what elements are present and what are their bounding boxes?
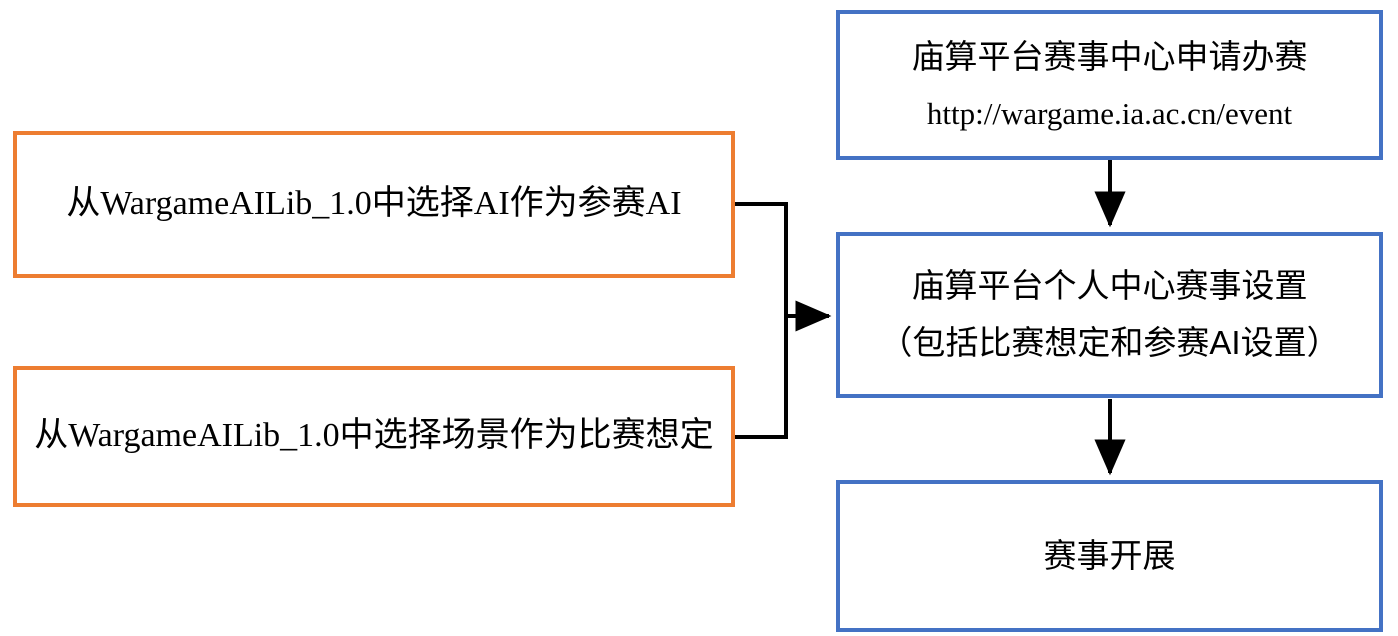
node-select-scenario[interactable]: 从WargameAILib_1.0中选择场景作为比赛想定 xyxy=(13,366,735,507)
node-settings-label: 庙算平台个人中心赛事设置 （包括比赛想定和参赛AI设置） xyxy=(869,248,1349,383)
edge-select-ai-to-settings xyxy=(735,202,788,316)
node-apply-for-event[interactable]: 庙算平台赛事中心申请办赛 http://wargame.ia.ac.cn/eve… xyxy=(836,10,1383,160)
node-select-ai[interactable]: 从WargameAILib_1.0中选择AI作为参赛AI xyxy=(13,131,735,278)
node-apply-title: 庙算平台赛事中心申请办赛 xyxy=(911,37,1308,75)
node-apply-url: http://wargame.ia.ac.cn/event xyxy=(926,95,1293,131)
node-select-ai-label: 从WargameAILib_1.0中选择AI作为参赛AI xyxy=(66,185,682,223)
node-event-settings[interactable]: 庙算平台个人中心赛事设置 （包括比赛想定和参赛AI设置） xyxy=(836,232,1383,398)
node-settings-detail: （包括比赛想定和参赛AI设置） xyxy=(879,324,1340,362)
node-select-scenario-label: 从WargameAILib_1.0中选择场景作为比赛想定 xyxy=(34,417,714,455)
node-settings-title: 庙算平台个人中心赛事设置 xyxy=(911,266,1308,304)
node-event-run[interactable]: 赛事开展 xyxy=(836,480,1383,632)
node-run-label: 赛事开展 xyxy=(1043,536,1176,574)
node-apply-label: 庙算平台赛事中心申请办赛 http://wargame.ia.ac.cn/eve… xyxy=(902,19,1318,151)
edge-select-scenario-to-settings xyxy=(735,316,788,439)
